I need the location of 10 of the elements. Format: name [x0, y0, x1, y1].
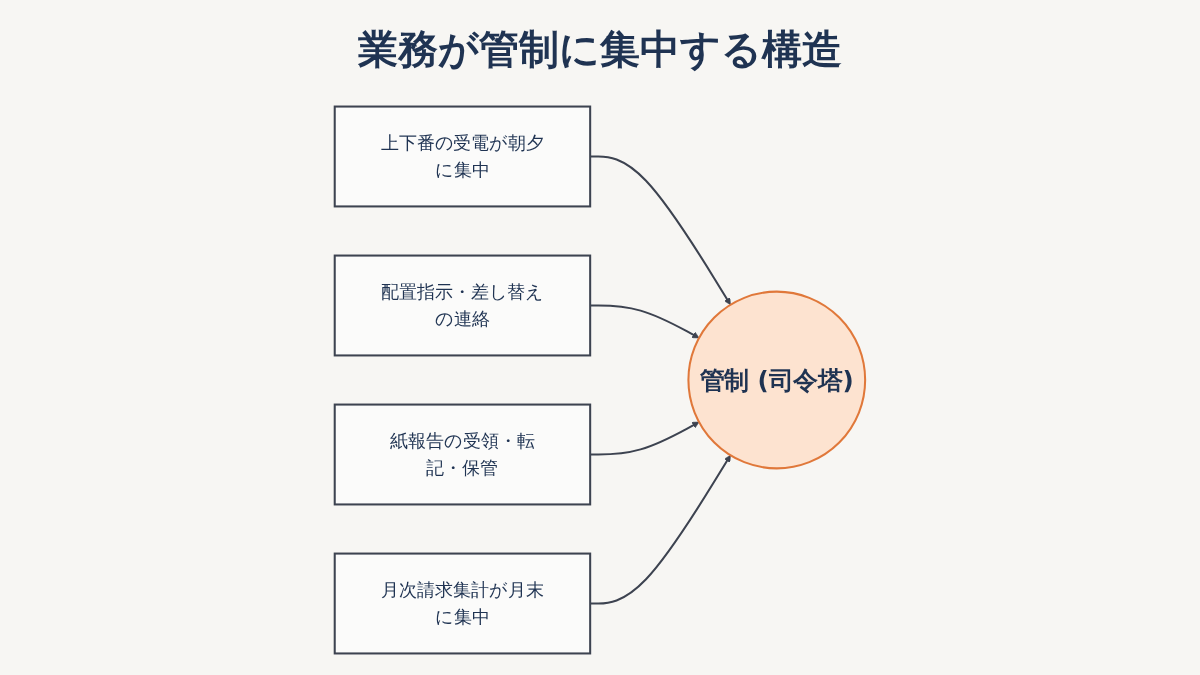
node-box: 月次請求集計が月末に集中	[333, 552, 592, 655]
arrow	[590, 421, 700, 456]
arrow	[590, 155, 731, 306]
node-circle: 管制 (司令塔)	[687, 290, 867, 470]
node-box: 上下番の受電が朝夕に集中	[333, 105, 592, 208]
arrow	[590, 454, 731, 605]
diagram-title: 業務が管制に集中する構造	[357, 25, 843, 74]
arrow	[590, 304, 700, 339]
node-box: 紙報告の受領・転記・保管	[333, 403, 592, 506]
node-box: 配置指示・差し替えの連絡	[333, 254, 592, 357]
